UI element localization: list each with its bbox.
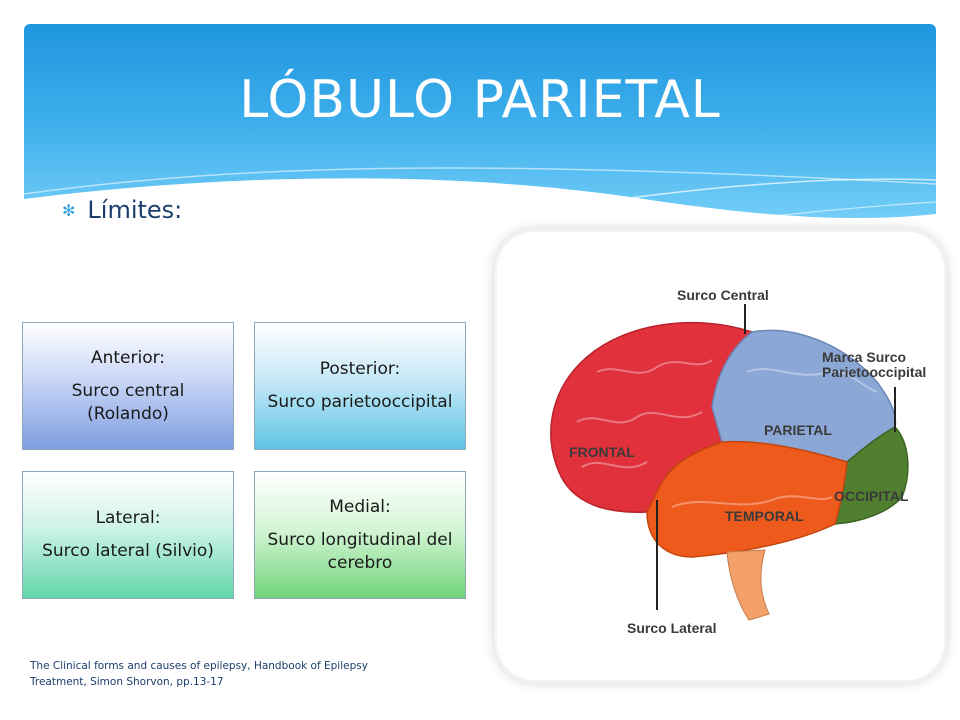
limit-value: Surco longitudinal del cerebro bbox=[267, 529, 453, 573]
label-marca-surco-line1: Marca Surco bbox=[822, 349, 907, 365]
gyri-texture bbox=[576, 359, 878, 508]
slide-title: LÓBULO PARIETAL bbox=[239, 70, 721, 130]
label-surco-lateral: Surco Lateral bbox=[627, 620, 717, 636]
limit-value: Surco central (Rolando) bbox=[71, 380, 185, 424]
label-parietal: PARIETAL bbox=[764, 422, 832, 438]
temporal-lobe bbox=[646, 440, 848, 558]
label-leader-lines bbox=[656, 304, 896, 610]
brain-diagram-image: Surco Central Marca Surco Parietooccipit… bbox=[497, 232, 944, 680]
limit-heading: Posterior: bbox=[319, 359, 401, 379]
label-surco-central: Surco Central bbox=[677, 287, 769, 303]
limit-value: Surco parietooccipital bbox=[267, 392, 453, 412]
label-frontal: FRONTAL bbox=[569, 444, 635, 460]
limit-box-lateral: Lateral: Surco lateral (Silvio) bbox=[22, 471, 234, 599]
limit-heading: Lateral: bbox=[95, 508, 161, 528]
label-temporal: TEMPORAL bbox=[725, 508, 804, 524]
label-marca-surco-line2: Parietooccipital bbox=[822, 364, 927, 380]
bullet-limits-label: Límites: bbox=[87, 196, 183, 224]
limit-heading: Anterior: bbox=[90, 347, 166, 368]
banner-wave-line-2 bbox=[403, 178, 936, 237]
citation-line-1: The Clinical forms and causes of epileps… bbox=[30, 660, 368, 672]
bullet-limits: ✻ Límites: bbox=[62, 196, 182, 224]
asterisk-bullet-icon: ✻ bbox=[62, 200, 76, 220]
banner-wave-line-1 bbox=[24, 167, 936, 195]
citation-line-2: Treatment, Simon Shorvon, pp.13-17 bbox=[30, 676, 224, 688]
limit-box-anterior: Anterior: Surco central (Rolando) bbox=[22, 322, 234, 450]
citation-text: The Clinical forms and causes of epileps… bbox=[30, 658, 410, 690]
limit-heading: Medial: bbox=[329, 496, 391, 517]
limit-box-posterior: Posterior: Surco parietooccipital bbox=[254, 322, 466, 450]
limit-box-medial: Medial: Surco longitudinal del cerebro bbox=[254, 471, 466, 599]
limit-value: Surco lateral (Silvio) bbox=[42, 541, 214, 561]
brain-stem bbox=[726, 549, 770, 621]
label-occipital: OCCIPITAL bbox=[834, 488, 909, 504]
brain-illustration bbox=[550, 304, 909, 621]
label-marca-surco: Marca Surco Parietooccipital bbox=[822, 350, 926, 380]
